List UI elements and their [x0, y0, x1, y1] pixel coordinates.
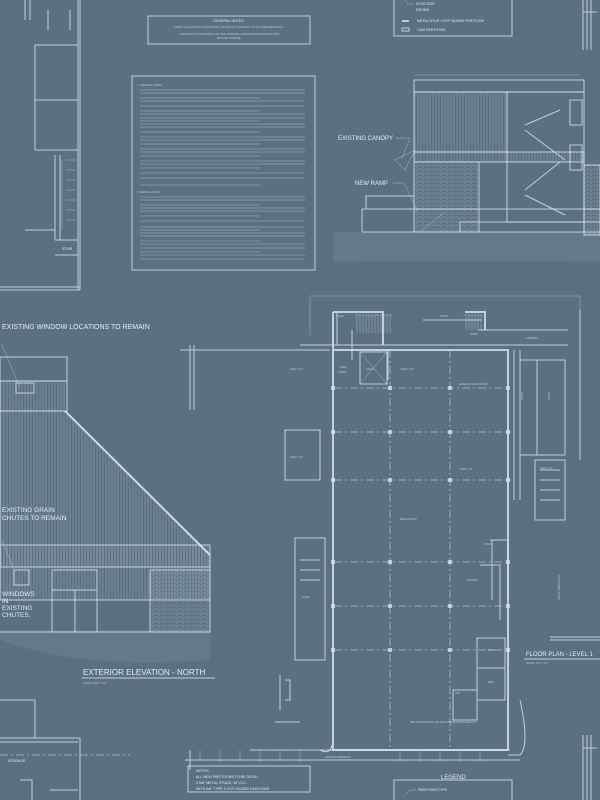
partition-notes-box: NOTES: ALL NEW PARTITIONS TO BE 25 GA., …: [187, 765, 311, 793]
general-notes-title: GENERAL NOTES:: [213, 19, 244, 23]
structural-column: [331, 604, 335, 608]
structural-column: [448, 560, 452, 564]
notes-title: NOTES:: [196, 769, 209, 773]
floor-plan-title: FLOOR PLAN - LEVEL 1: [526, 652, 593, 658]
elevation-mark: ELEV: 3'-6": [460, 467, 473, 471]
legend-item: RATING: [416, 8, 430, 12]
windows-note: WINDOWS: [2, 591, 36, 598]
elevation-mark: ELEV: 3'-6": [290, 455, 303, 459]
existing-canopy-label: EXISTING CANOPY: [338, 136, 393, 142]
structural-column: [506, 604, 510, 608]
structural-column: [388, 560, 392, 564]
structural-column: [331, 386, 335, 390]
stair-label: STAIR: [62, 247, 73, 251]
legend-item: METAL STUD / GYP. BOARD PARTITION: [417, 19, 484, 23]
north-elevation: EXISTING WINDOW LOCATIONS TO REMAIN EXIS…: [0, 324, 215, 685]
structural-column: [506, 478, 510, 482]
room-label-elev: ELEV.: [366, 367, 373, 371]
structural-column: [506, 386, 510, 390]
floor-plan-scale: SCALE: 1/8" = 1'-0": [526, 661, 549, 665]
structural-column: [388, 430, 392, 434]
elevation-mark: ELEV: 3'-6": [401, 367, 414, 371]
room-label-cashier: CASHIER: [466, 578, 478, 582]
general-note-line: RELATED DAMAGE.: [217, 36, 242, 40]
structural-column: [388, 648, 392, 652]
structural-column: [331, 430, 335, 434]
spec-text-lines: [140, 89, 305, 260]
general-notes-box: GENERAL NOTES: VERIFY ALL EXISTING CONDI…: [147, 15, 311, 45]
structural-column: [448, 604, 452, 608]
structural-column: [506, 648, 510, 652]
structural-column: [331, 560, 335, 564]
windows-note: EXISTING: [2, 605, 32, 612]
note-line: 3 5/8" METAL STUDS, 16" O.C.: [196, 781, 247, 785]
elevation-mark: ELEV: 0'-0": [540, 466, 553, 470]
structural-column: [448, 430, 452, 434]
general-note-line: VERIFY ALL EXISTING CONDITIONS, AND NOTI…: [174, 25, 283, 29]
room-label-womens: WMN: [488, 648, 495, 652]
structural-columns: [331, 386, 510, 652]
elevation-mark: ELEV: 6'-0": [290, 367, 303, 371]
room-label-landing: LANDING: [526, 336, 538, 340]
slab-note: EDGE OF SLAB ABOVE: [459, 382, 488, 386]
spec-heading: 1. GENERAL NOTES: [137, 83, 162, 87]
room-label-mercantile: MERCANTILE: [400, 517, 417, 521]
legend-item: CMU PARTITION: [417, 28, 445, 32]
structural-column: [388, 478, 392, 482]
floor-plan-level-1: STAIR STAIR RAMP LANDING ELEV. LOBBY ELE…: [185, 295, 600, 770]
left-partial-plan: STAIR: [0, 0, 81, 291]
structural-column: [448, 386, 452, 390]
room-label-storage: STORAGE: [8, 759, 26, 763]
room-label-janitor: JAN: [455, 691, 460, 695]
legend-item: PARTITION TYPE: [418, 788, 448, 792]
room-label-ramp: RAMP: [520, 392, 524, 400]
spec-notes-sheet: 1. GENERAL NOTES 2. DESIGN LOADS: [131, 75, 316, 271]
structural-column: [506, 430, 510, 434]
chute-note: CHUTES TO REMAIN: [2, 515, 67, 522]
note-line: ALL NEW PARTITIONS TO BE 25 GA.,: [196, 775, 259, 779]
general-note-line: CONTRACTOR TO PROTECT ALL NON-WORKING AR…: [179, 32, 279, 36]
room-label-stair: STAIR: [302, 595, 310, 599]
structural-column: [448, 478, 452, 482]
structural-column: [448, 648, 452, 652]
east-elevation: EXISTING CANOPY NEW RAMP: [333, 79, 600, 262]
room-label-mens: MEN: [488, 680, 494, 684]
note-line: WITH 5/8" TYPE X GYP. BOARD EACH SIDE: [196, 787, 270, 791]
partition-legend: STUD SIZE RATING METAL STUD / GYP. BOARD…: [393, 0, 597, 76]
structural-column: [388, 386, 392, 390]
chute-note: EXISTING GRAIN: [2, 507, 55, 514]
legend-box: LEGEND PARTITION TYPE: [393, 735, 597, 800]
room-label-ramp: RAMP: [470, 332, 478, 336]
accessible-ramp-label: ACCESSIBLE RAMP: [557, 575, 561, 600]
legend-title: LEGEND: [441, 775, 466, 781]
windows-note: CHUTES.: [2, 612, 31, 619]
legend-item: STUD SIZE: [416, 2, 435, 6]
structural-column: [331, 478, 335, 482]
landscape-note: SEE LANDSCAPE PLAN FOR STREETSCAPE DESIG…: [410, 720, 476, 724]
structural-column: [331, 648, 335, 652]
room-label-ramp: RAMP: [547, 392, 551, 400]
room-label-elev-lobby: LOBBY: [338, 370, 347, 374]
sidewalk-label: EXISTING SIDEWALK: [325, 755, 351, 759]
room-label-elev-lobby: ELEV.: [340, 365, 347, 369]
new-ramp-label: NEW RAMP: [355, 181, 388, 187]
spec-heading: 2. DESIGN LOADS: [137, 190, 160, 194]
room-label-stair: STAIR: [440, 314, 448, 318]
window-note: EXISTING WINDOW LOCATIONS TO REMAIN: [2, 324, 150, 331]
room-label-stair: STAIR: [484, 542, 492, 546]
elevation-scale: SCALE: 3/32" = 1'-0": [83, 681, 107, 685]
storage-partial-plan: STORAGE: [0, 675, 300, 800]
structural-column: [388, 604, 392, 608]
elevation-title: EXTERIOR ELEVATION - NORTH: [83, 668, 205, 677]
windows-note: IN: [2, 598, 9, 605]
room-label-stair: STAIR: [336, 314, 344, 318]
